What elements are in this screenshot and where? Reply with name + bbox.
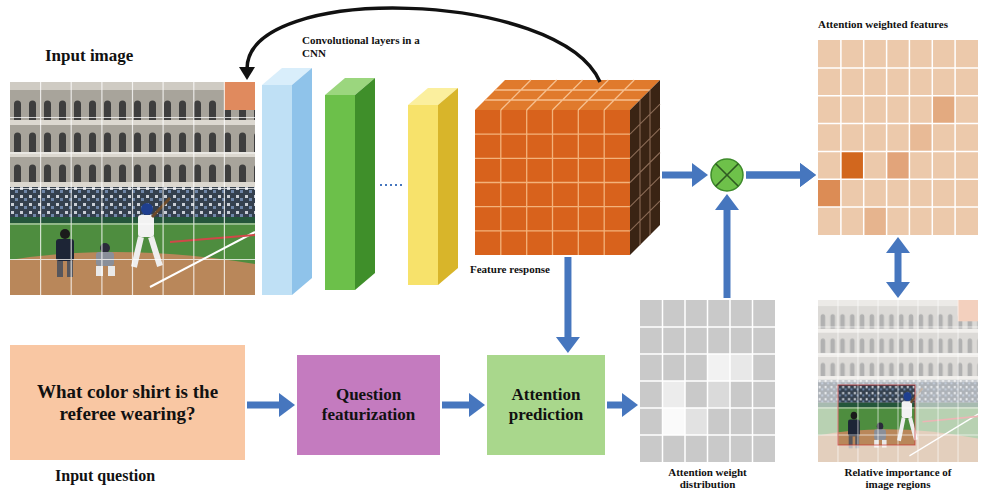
node-caption: Feature response (470, 263, 550, 276)
conv-layers (262, 68, 458, 295)
caption-holder: Attention weight distribution (653, 466, 763, 490)
importance-map: Relative importance of image regions (818, 300, 978, 462)
arrowhead (469, 393, 485, 417)
conv-layers (325, 95, 355, 290)
arrowhead (556, 337, 580, 353)
curved-arrow (247, 8, 600, 82)
connector (247, 393, 295, 417)
attention-grid (730, 354, 753, 381)
cnn-layers: Convolutional layers in a CNN (262, 68, 462, 295)
caption-holder: Relative importance of image regions (836, 466, 961, 490)
arrowhead (622, 393, 638, 417)
node-caption: Attention weighted features (818, 18, 948, 31)
arrowhead (800, 163, 816, 187)
conv-layers (380, 184, 405, 186)
connector-line (662, 172, 694, 179)
feature-cube (475, 110, 630, 255)
feature-cube (630, 90, 660, 245)
arrowhead (279, 393, 295, 417)
connector-line (442, 402, 471, 409)
arrowhead (800, 163, 816, 187)
connector-line (564, 257, 571, 339)
process-box: Question featurization (297, 355, 440, 455)
attention-grid (708, 354, 731, 381)
connector-line (607, 402, 624, 409)
conv-layers (355, 78, 375, 290)
attention-grid (663, 408, 686, 435)
weighted-feature-grid (887, 151, 910, 179)
attention-grid (640, 300, 775, 462)
attention-distribution: Attention weight distribution (640, 300, 775, 462)
connector (607, 393, 638, 417)
importance-photo (818, 300, 978, 462)
node-label: Question featurization (305, 385, 432, 424)
caption-holder: Input question (55, 467, 155, 485)
node-caption: Convolutional layers in a CNN (302, 34, 422, 59)
node-caption: Relative importance of image regions (836, 466, 961, 490)
weighted-feature-grid (841, 151, 864, 179)
multiply-symbol (716, 164, 739, 187)
multiply-symbol (711, 159, 743, 191)
caption-holder: Convolutional layers in a CNN (302, 34, 422, 59)
weighted-feature-grid (818, 40, 978, 235)
weighted-feature-grid (864, 207, 887, 235)
importance-photo (818, 300, 978, 462)
feature-cube (475, 110, 630, 255)
weighted-feature-grid (932, 96, 955, 124)
attention-grid (640, 300, 775, 462)
caption-holder: Attention weighted features (818, 18, 948, 31)
connector-line (247, 402, 281, 409)
attention-grid (663, 381, 686, 408)
node-caption: Input question (55, 467, 155, 485)
caption-holder: Input image (45, 46, 133, 66)
node-label: Attention prediction (495, 385, 597, 424)
feature-cube (485, 80, 650, 110)
weighted-feature-grid (818, 40, 978, 235)
importance-photo (818, 300, 978, 462)
node-caption: Input image (45, 46, 133, 66)
attention-grid (640, 300, 775, 462)
connector-line (724, 208, 731, 298)
question-box: What color shirt is the referee wearing?… (10, 345, 245, 460)
conv-layers (438, 88, 458, 285)
connector (239, 8, 600, 82)
connector (886, 237, 910, 298)
weighted-feature-grid (909, 124, 932, 152)
connector (715, 163, 816, 298)
connector-line (746, 172, 802, 179)
weighted-feature-grid (818, 40, 978, 235)
connector (662, 163, 816, 187)
feature-cube (475, 80, 660, 110)
weighted-feature-grid (818, 179, 841, 207)
conv-layers (262, 85, 292, 295)
arrowhead (692, 163, 708, 187)
weighted-features: Attention weighted features (818, 40, 978, 235)
arrowhead (886, 237, 910, 253)
feature-cube (475, 80, 660, 255)
node-label: What color shirt is the referee wearing? (18, 381, 237, 425)
connector (442, 393, 485, 417)
arrowhead (239, 67, 255, 80)
node-caption: Attention weight distribution (653, 466, 763, 490)
attention-grid (685, 408, 708, 435)
connector (556, 257, 580, 353)
connector-line (895, 251, 902, 284)
arrowhead (715, 194, 739, 210)
connector-line (746, 172, 802, 179)
importance-photo (838, 385, 915, 445)
conv-layers (408, 105, 438, 285)
arrowhead (886, 282, 910, 298)
attention-grid (708, 381, 731, 408)
caption-holder: Feature response (470, 263, 550, 276)
process-box: Attention prediction (487, 355, 605, 455)
conv-layers (292, 68, 312, 295)
input-photo (10, 82, 255, 295)
multiply-symbol (711, 159, 743, 191)
feature-response: Feature response (475, 80, 660, 255)
input-image: Input image (10, 82, 255, 295)
feature-cube (630, 80, 660, 255)
